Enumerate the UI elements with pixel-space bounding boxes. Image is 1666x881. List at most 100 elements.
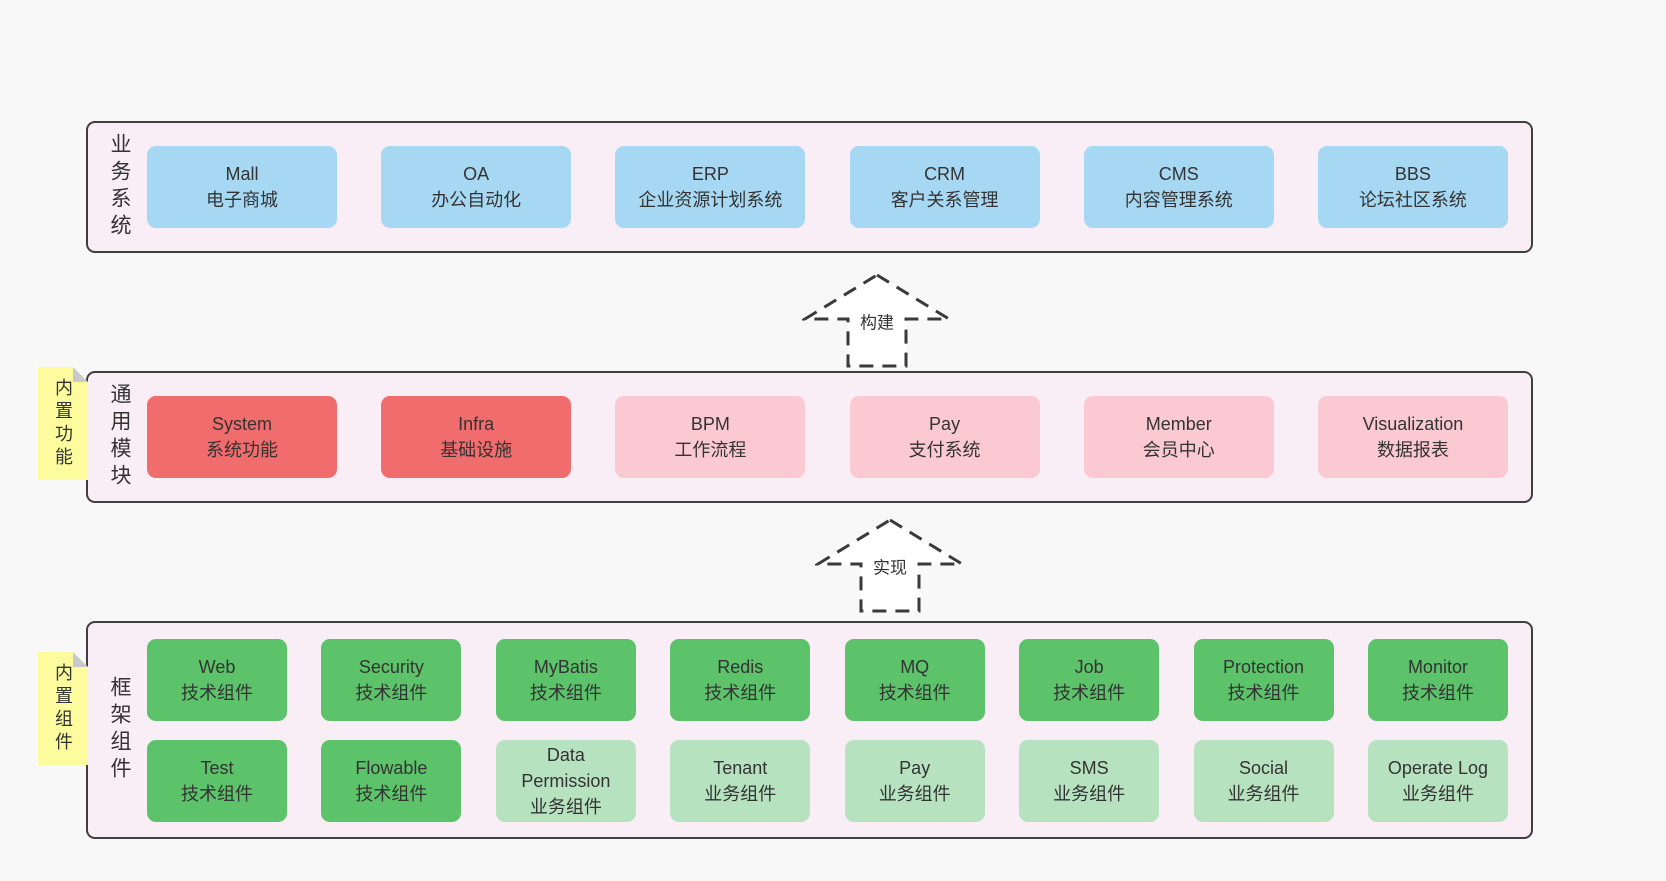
box-member: Member 会员中心 (1083, 396, 1274, 478)
band-framework-content: Web 技术组件 Security 技术组件 MyBatis 技术组件 Redi… (147, 639, 1508, 822)
box-crm: CRM 客户关系管理 (849, 146, 1040, 228)
box-visualization: Visualization 数据报表 (1317, 396, 1508, 478)
box-system: System 系统功能 (147, 396, 337, 478)
box-title: SMS (1069, 758, 1109, 778)
band-label-framework-components: 框架组件 (108, 676, 131, 784)
box-subtitle: 技术组件 (355, 683, 428, 703)
box-title: OA (463, 164, 490, 184)
box-title: Operate Log (1387, 758, 1488, 778)
box-oa: OA 办公自动化 (381, 146, 572, 228)
box-title: Test (200, 758, 234, 778)
box-sms: SMS 业务组件 (1019, 740, 1160, 822)
box-subtitle: 办公自动化 (431, 190, 522, 210)
box-title: Protection (1223, 657, 1305, 677)
box-title: CRM (924, 164, 966, 184)
box-title: Infra (458, 414, 495, 434)
band-label-common-modules: 通用模块 (108, 383, 131, 491)
box-social: Social 业务组件 (1193, 740, 1334, 822)
band-business-systems: 业务系统 Mall 电子商城 OA 办公自动化 ERP 企业资源计划系统 CRM… (86, 121, 1533, 253)
band-framework-components: 框架组件 Web 技术组件 Security 技术组件 MyBatis 技术组件… (86, 621, 1533, 839)
sticky-note-built-in-components: 内置组件 (38, 652, 88, 765)
sticky-note-built-in-features: 内置功能 (38, 367, 88, 480)
box-flowable: Flowable 技术组件 (321, 740, 462, 822)
box-mybatis: MyBatis 技术组件 (495, 639, 636, 721)
arrow-implement: 实现 (815, 517, 965, 614)
framework-row-2: Test 技术组件 Flowable 技术组件 Data Permission … (147, 740, 1508, 822)
box-data-permission: Data Permission 业务组件 (495, 740, 636, 822)
band-common-modules: 通用模块 System 系统功能 Infra 基础设施 BPM 工作流程 Pay… (86, 371, 1533, 503)
box-redis: Redis 技术组件 (670, 639, 811, 721)
box-title: BPM (690, 414, 730, 434)
box-subtitle: 业务组件 (1401, 784, 1474, 804)
box-subtitle: 系统功能 (206, 440, 278, 460)
box-subtitle: 技术组件 (181, 784, 253, 804)
box-subtitle: 技术组件 (181, 683, 253, 703)
box-title: ERP (691, 164, 729, 184)
box-subtitle: 技术组件 (704, 683, 777, 703)
box-job: Job 技术组件 (1019, 639, 1160, 721)
arrow-build-label: 构建 (857, 308, 897, 333)
box-subtitle: 内容管理系统 (1124, 190, 1233, 210)
box-subtitle: 技术组件 (1053, 683, 1126, 703)
box-subtitle: 业务组件 (1053, 784, 1126, 804)
box-bpm: BPM 工作流程 (615, 396, 806, 478)
box-subtitle: 工作流程 (674, 440, 747, 460)
box-mq: MQ 技术组件 (844, 639, 985, 721)
box-mall: Mall 电子商城 (147, 146, 337, 228)
box-subtitle: 技术组件 (355, 784, 428, 804)
box-subtitle: 会员中心 (1142, 440, 1215, 460)
box-web: Web 技术组件 (147, 639, 287, 721)
arrow-build: 构建 (802, 272, 952, 369)
box-tenant: Tenant 业务组件 (670, 740, 811, 822)
box-operate-log: Operate Log 业务组件 (1367, 740, 1508, 822)
box-security: Security 技术组件 (321, 639, 462, 721)
box-title: Social (1239, 758, 1289, 778)
framework-row-1: Web 技术组件 Security 技术组件 MyBatis 技术组件 Redi… (147, 639, 1508, 721)
box-subtitle: 技术组件 (1227, 683, 1300, 703)
box-title: MyBatis (533, 657, 598, 677)
box-title: MQ (900, 657, 930, 677)
box-title: System (211, 414, 272, 434)
box-subtitle: 数据报表 (1376, 440, 1449, 460)
box-subtitle: 电子商城 (206, 190, 278, 210)
box-title: Flowable (355, 758, 428, 778)
box-subtitle: 技术组件 (529, 683, 602, 703)
box-title: Redis (717, 657, 764, 677)
box-title: Visualization (1362, 414, 1464, 434)
box-title: BBS (1394, 164, 1431, 184)
box-title: Tenant (713, 758, 768, 778)
box-subtitle: 技术组件 (878, 683, 951, 703)
box-monitor: Monitor 技术组件 (1367, 639, 1508, 721)
band-business-content: Mall 电子商城 OA 办公自动化 ERP 企业资源计划系统 CRM 客户关系… (147, 123, 1508, 251)
box-title: Security (358, 657, 424, 677)
box-erp: ERP 企业资源计划系统 (615, 146, 806, 228)
box-title: Data Permission (521, 745, 611, 791)
box-test: Test 技术组件 (147, 740, 287, 822)
box-subtitle: 业务组件 (529, 797, 602, 817)
box-title: Web (198, 657, 236, 677)
sticky-note-text: 内置功能 (53, 377, 73, 470)
box-bbs: BBS 论坛社区系统 (1317, 146, 1508, 228)
box-subtitle: 业务组件 (878, 784, 951, 804)
box-infra: Infra 基础设施 (381, 396, 572, 478)
box-subtitle: 业务组件 (1227, 784, 1300, 804)
box-subtitle: 基础设施 (440, 440, 513, 460)
box-title: Monitor (1407, 657, 1468, 677)
arrow-implement-label: 实现 (870, 553, 910, 578)
box-subtitle: 技术组件 (1401, 683, 1474, 703)
box-title: CMS (1158, 164, 1199, 184)
box-subtitle: 论坛社区系统 (1358, 190, 1467, 210)
box-title: Job (1074, 657, 1104, 677)
band-label-business-systems: 业务系统 (108, 133, 131, 241)
box-cms: CMS 内容管理系统 (1083, 146, 1274, 228)
box-title: Member (1145, 414, 1212, 434)
box-title: Pay (929, 414, 961, 434)
band-modules-content: System 系统功能 Infra 基础设施 BPM 工作流程 Pay 支付系统… (147, 373, 1508, 501)
box-protection: Protection 技术组件 (1193, 639, 1334, 721)
box-title: Pay (899, 758, 931, 778)
box-subtitle: 支付系统 (908, 440, 981, 460)
box-title: Mall (225, 164, 259, 184)
sticky-note-text: 内置组件 (53, 662, 73, 755)
box-pay: Pay 支付系统 (849, 396, 1040, 478)
